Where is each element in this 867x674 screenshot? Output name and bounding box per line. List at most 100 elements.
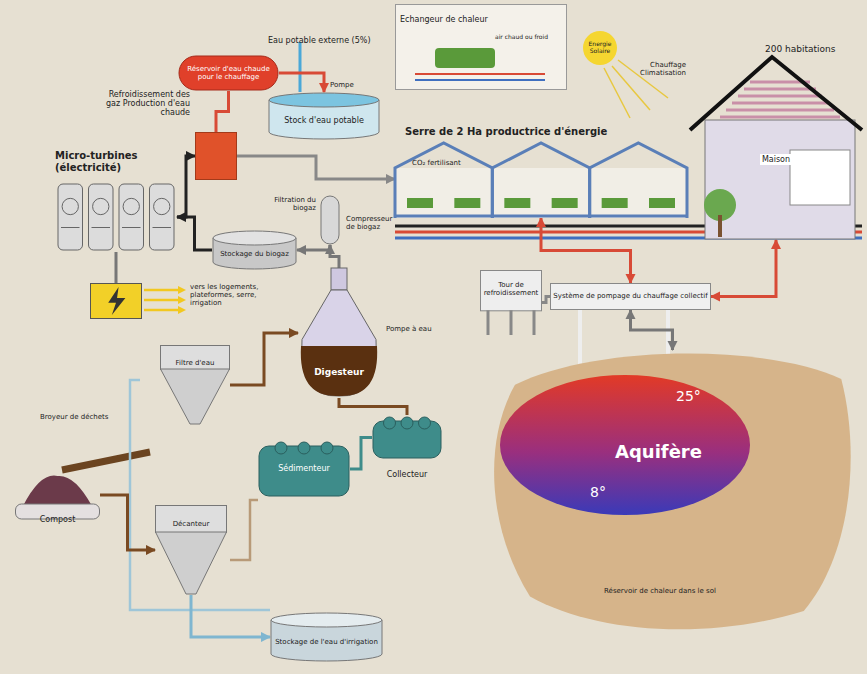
annotation-label: Eau potable externe (5%): [268, 36, 371, 45]
pipe-connector: [100, 495, 155, 550]
house: 200 habitationsMaison: [690, 55, 862, 240]
node-text: Réservoir d'eau chaude pour le chauffage: [180, 65, 277, 81]
pipe-connector: [631, 310, 673, 350]
sun: [583, 31, 617, 65]
pipe-connector: [330, 245, 339, 268]
text-holder: Filtre d'eau: [163, 350, 227, 369]
text-holder: Stock d'eau potable: [268, 92, 380, 140]
node-text: Système de pompage du chauffage collecti…: [553, 292, 707, 300]
label-holder: Pompe: [330, 72, 370, 91]
cooling-tower-shape: [480, 270, 542, 335]
micro-turbines-shape: [55, 182, 177, 252]
annotation-label: Broyeur de déchets: [40, 413, 109, 421]
text-holder: Compost: [15, 507, 100, 526]
collector: Collecteur: [372, 415, 442, 460]
sludge-pipe: [230, 500, 258, 560]
annotation-label: CO₂ fertilisant: [412, 159, 461, 167]
node-text: Sédimenteur: [278, 464, 330, 473]
node-text: Tour de refroidissement: [483, 281, 539, 297]
water-filter-shape: [160, 345, 230, 425]
power-arrowheads: [178, 286, 186, 314]
pipe-connector: [711, 240, 776, 297]
label-holder: 25°: [676, 386, 716, 405]
compost: Compost: [15, 470, 100, 520]
aquifer: AquifèreRéservoir de chaleur dans le sol: [485, 350, 860, 640]
water-tank: Stock d'eau potable: [268, 92, 380, 140]
text-holder: Filtration du biogaz: [270, 195, 316, 214]
text-holder: Stockage du biogaz: [212, 230, 297, 270]
node-text: vers les logements, plateformes, serre, …: [190, 283, 270, 307]
decanter-shape: [155, 505, 227, 595]
water-pipe: [299, 42, 302, 92]
node-text: Réservoir de chaleur dans le sol: [604, 587, 716, 595]
node-text: Stockage de l'eau d'irrigation: [275, 638, 378, 646]
text-holder: Sédimenteur: [258, 440, 350, 498]
digester: Digesteur: [298, 268, 380, 398]
pipe-connector: [237, 156, 395, 179]
pipe-connector: [177, 217, 212, 250]
label-holder: Chauffage Climatisation: [628, 60, 686, 79]
node-text: Echangeur de chaleur: [400, 15, 488, 24]
hot-water-tank: Réservoir d'eau chaude pour le chauffage: [178, 55, 279, 91]
text-holder: Collecteur: [372, 462, 442, 481]
text-holder: Décanteur: [158, 511, 224, 530]
conveyor: [62, 452, 150, 470]
node-text: Compost: [40, 515, 76, 524]
pipe-connector: [350, 438, 372, 470]
irrigation-tank-shape: [270, 612, 383, 662]
text-holder: Echangeur de chaleur: [400, 7, 530, 26]
text-holder: air chaud ou froid: [495, 24, 563, 43]
text-holder: Système de pompage du chauffage collecti…: [550, 283, 711, 310]
label-holder: CO₂ fertilisant: [412, 150, 492, 169]
pumping-system: Système de pompage du chauffage collecti…: [550, 283, 711, 310]
pipe-connector: [230, 333, 298, 385]
micro-turbines: Micro-turbines (électricité): [55, 182, 177, 252]
node-text: Décanteur: [173, 520, 210, 528]
annotation-label: 8°: [590, 484, 606, 500]
label-holder: Compresseur de biogaz: [346, 214, 398, 233]
electric-panel: vers les logements, plateformes, serre, …: [90, 283, 142, 319]
pipe-connector: [542, 297, 550, 303]
text-holder: Micro-turbines (électricité): [55, 150, 175, 175]
greenhouse-shape: [395, 140, 687, 218]
text-holder: Maison: [748, 147, 804, 166]
annotation-label: Compresseur de biogaz: [346, 215, 398, 231]
text-holder: Tour de refroidissement: [483, 280, 539, 299]
node-text: Digesteur: [314, 367, 364, 377]
gas-cooler: Refroidissement des gaz Production d'eau…: [195, 132, 237, 180]
settler: Sédimenteur: [258, 440, 350, 498]
label-holder: Broyeur de déchets: [40, 404, 110, 423]
water-filter: Filtre d'eau: [160, 345, 230, 425]
label-holder: Energie Solaire: [584, 38, 616, 57]
node-text: air chaud ou froid: [495, 34, 548, 41]
node-text: Stock d'eau potable: [284, 116, 364, 125]
text-holder: Digesteur: [298, 360, 380, 379]
cooling-tower: Tour de refroidissement: [480, 270, 542, 335]
text-holder: Stockage de l'eau d'irrigation: [270, 612, 383, 662]
node-text: Filtre d'eau: [176, 359, 215, 367]
node-text: Maison: [760, 154, 792, 165]
node-text: Filtration du biogaz: [270, 196, 316, 212]
text-holder: 200 habitations: [765, 37, 861, 56]
irrigation-tank: Stockage de l'eau d'irrigation: [270, 612, 383, 662]
pipe-connector: [339, 398, 407, 415]
annotation-label: Pompe: [330, 81, 354, 89]
annotation-label: Energie Solaire: [584, 41, 616, 55]
biogas-storage: Stockage du biogaz: [212, 230, 297, 270]
greenhouse: Serre de 2 Ha productrice d'énergie: [395, 140, 687, 218]
decanter: Décanteur: [155, 505, 227, 595]
electric-panel-shape: [90, 283, 142, 319]
pipe-connector: [279, 73, 324, 92]
node-text: Aquifère: [615, 442, 702, 463]
aquifer-shape: [485, 350, 860, 640]
annotation-label: Chauffage Climatisation: [628, 61, 686, 77]
biogas-filter: Filtration du biogaz: [320, 195, 340, 245]
label-holder: Eau potable externe (5%): [268, 28, 398, 47]
collector-shape: [372, 415, 442, 460]
node-text: 200 habitations: [765, 44, 835, 54]
gas-cooler-shape: [195, 132, 237, 180]
node-text: Collecteur: [387, 470, 428, 479]
text-holder: Serre de 2 Ha productrice d'énergie: [405, 120, 685, 139]
pipe-connector: [216, 91, 229, 132]
